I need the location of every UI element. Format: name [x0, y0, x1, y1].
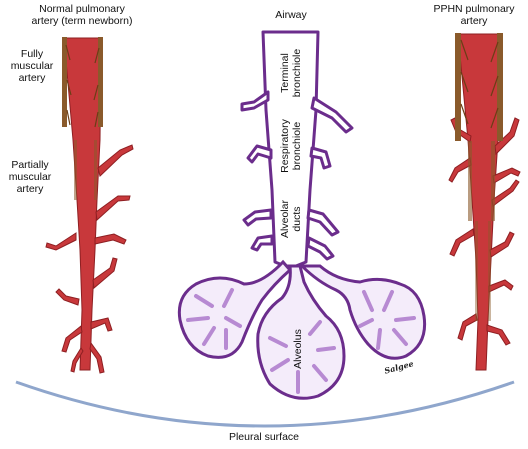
normal-pulmonary-artery — [45, 37, 134, 374]
partially-muscular-label: Partially muscular artery — [8, 159, 52, 195]
alveolar-sac-left — [177, 259, 293, 359]
pphn-artery-title: PPHN pulmonary artery — [433, 3, 515, 27]
pleural-surface-line — [15, 380, 515, 428]
pleural-surface-label: Pleural surface — [228, 431, 300, 443]
alveolar-sac-right — [298, 264, 427, 360]
airway-title: Airway — [275, 9, 307, 21]
pphn-artery-muscle-layer — [455, 33, 503, 321]
terminal-bronchiole-label: Terminal bronchiole — [279, 48, 303, 98]
alveolar-sac-bottom — [256, 264, 346, 400]
alveolar-ducts-label: Alveolar ducts — [279, 200, 303, 238]
alveolus-label: Alveolus — [292, 329, 304, 369]
fully-muscular-label: Fully muscular artery — [10, 48, 54, 84]
respiratory-bronchiole-label: Respiratory bronchiole — [279, 119, 303, 173]
normal-artery-muscle-layer — [62, 37, 103, 200]
pphn-pulmonary-artery — [448, 33, 521, 371]
normal-artery-title: Normal pulmonary artery (term newborn) — [31, 3, 133, 27]
